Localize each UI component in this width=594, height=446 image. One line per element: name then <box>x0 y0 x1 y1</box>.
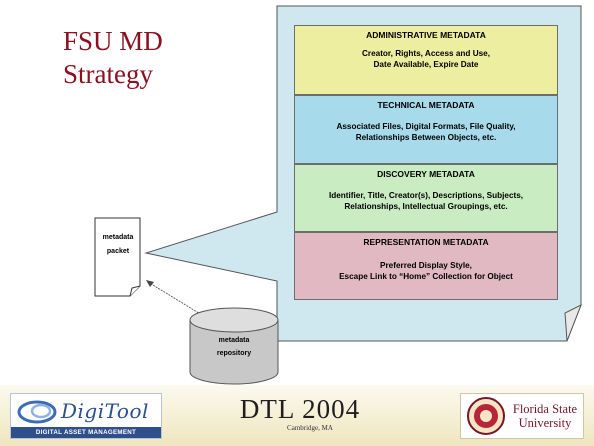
section-text-line: Associated Files, Digital Formats, File … <box>336 122 516 131</box>
repository-cylinder <box>189 320 279 385</box>
section-representation: REPRESENTATION METADATA Preferred Displa… <box>294 232 558 300</box>
section-text-line: Date Available, Expire Date <box>373 60 479 69</box>
section-heading: DISCOVERY METADATA <box>377 169 475 179</box>
fsu-name: Florida State University <box>509 402 581 430</box>
dtl-location: Cambridge, MA <box>287 424 333 432</box>
arrow-head-start <box>146 280 154 287</box>
slide-title: FSU MD Strategy <box>63 25 223 91</box>
fsu-seal-icon <box>467 397 505 435</box>
section-heading: TECHNICAL METADATA <box>377 100 475 110</box>
repository-label-line: repository <box>216 350 252 357</box>
packet-fold <box>129 285 141 297</box>
title-line-1: FSU MD <box>63 26 163 56</box>
repository-top <box>189 307 279 333</box>
digitool-logo: DigiTool DIGITAL ASSET MANAGEMENT <box>10 393 162 439</box>
section-technical: TECHNICAL METADATA Associated Files, Dig… <box>294 95 558 164</box>
digitool-swirl-icon <box>17 400 57 424</box>
page-fold <box>564 303 582 342</box>
section-text-line: Creator, Rights, Access and Use, <box>361 49 490 58</box>
packet-label-line: metadata <box>102 234 134 241</box>
section-text-line: Identifier, Title, Creator(s), Descripti… <box>328 191 524 200</box>
digitool-name: DigiTool <box>61 399 149 423</box>
packet-label: metadata packet <box>97 231 139 259</box>
dtl-logo: DTL 2004 Cambridge, MA <box>220 394 380 432</box>
section-heading: ADMINISTRATIVE METADATA <box>366 30 486 40</box>
section-text-line: Relationships, Intellectual Groupings, e… <box>344 202 508 211</box>
packet-label-line: packet <box>106 248 130 255</box>
fsu-logo: Florida State University <box>460 393 584 439</box>
section-text-line: Relationships Between Objects, etc. <box>355 133 497 142</box>
section-discovery: DISCOVERY METADATA Identifier, Title, Cr… <box>294 164 558 232</box>
section-text-line: Escape Link to “Home” Collection for Obj… <box>339 272 513 281</box>
repository-label-line: metadata <box>218 337 250 344</box>
title-line-2: Strategy <box>63 59 153 89</box>
dtl-title: DTL 2004 <box>239 394 361 424</box>
section-heading: REPRESENTATION METADATA <box>363 237 489 247</box>
repository-label: metadata repository <box>190 334 278 360</box>
digitool-tagline: DIGITAL ASSET MANAGEMENT <box>11 427 161 438</box>
fsu-name-line: Florida State <box>512 402 578 416</box>
fsu-name-line: University <box>518 416 572 430</box>
section-text-line: Preferred Display Style, <box>380 261 472 270</box>
section-administrative: ADMINISTRATIVE METADATA Creator, Rights,… <box>294 25 558 95</box>
